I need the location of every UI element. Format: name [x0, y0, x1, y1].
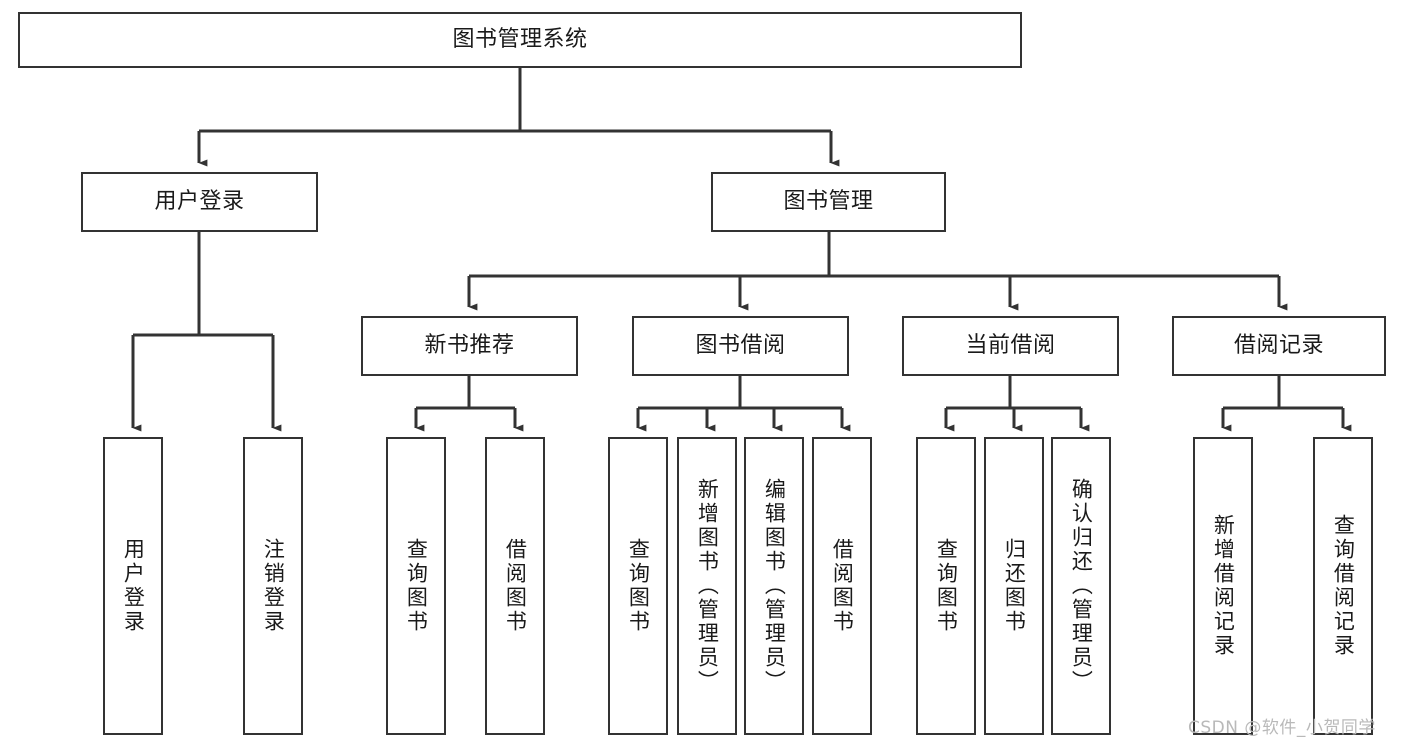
node-label: 查询借阅记录 — [1331, 514, 1356, 658]
node-label: 新增图书（管理员） — [695, 478, 720, 694]
node-current-borrow[interactable]: 当前借阅 — [902, 316, 1119, 376]
leaf-add-borrow-record[interactable]: 新增借阅记录 — [1193, 437, 1253, 735]
leaf-return-book[interactable]: 归还图书 — [984, 437, 1044, 735]
leaf-confirm-return-admin[interactable]: 确认归还（管理员） — [1051, 437, 1111, 735]
node-label: 借阅记录 — [1233, 333, 1324, 359]
node-label: 查询图书 — [934, 538, 959, 634]
leaf-user-login[interactable]: 用户登录 — [103, 437, 163, 735]
leaf-query-book-recommend[interactable]: 查询图书 — [386, 437, 446, 735]
node-label: 图书管理 — [783, 189, 874, 215]
leaf-user-logout[interactable]: 注销登录 — [243, 437, 303, 735]
node-label: 查询图书 — [404, 538, 429, 634]
node-label: 编辑图书（管理员） — [762, 478, 787, 694]
node-label: 新增借阅记录 — [1211, 514, 1236, 658]
node-label: 借阅图书 — [503, 538, 528, 634]
leaf-query-book-borrow[interactable]: 查询图书 — [608, 437, 668, 735]
node-root-system[interactable]: 图书管理系统 — [18, 12, 1022, 68]
leaf-borrow-book-recommend[interactable]: 借阅图书 — [485, 437, 545, 735]
node-book-management[interactable]: 图书管理 — [711, 172, 946, 232]
node-label: 新书推荐 — [424, 333, 515, 359]
node-label: 用户登录 — [121, 538, 146, 634]
node-new-book-recommend[interactable]: 新书推荐 — [361, 316, 578, 376]
node-label: 用户登录 — [154, 189, 245, 215]
node-label: 图书管理系统 — [452, 27, 588, 53]
node-label: 确认归还（管理员） — [1069, 478, 1094, 694]
leaf-edit-book-admin[interactable]: 编辑图书（管理员） — [744, 437, 804, 735]
leaf-query-borrow-record[interactable]: 查询借阅记录 — [1313, 437, 1373, 735]
node-label: 查询图书 — [626, 538, 651, 634]
node-label: 归还图书 — [1002, 538, 1027, 634]
node-label: 当前借阅 — [965, 333, 1056, 359]
node-label: 借阅图书 — [830, 538, 855, 634]
node-book-borrow[interactable]: 图书借阅 — [632, 316, 849, 376]
leaf-query-book-current[interactable]: 查询图书 — [916, 437, 976, 735]
node-user-login[interactable]: 用户登录 — [81, 172, 318, 232]
leaf-borrow-book[interactable]: 借阅图书 — [812, 437, 872, 735]
node-label: 图书借阅 — [695, 333, 786, 359]
node-label: 注销登录 — [261, 538, 286, 634]
node-borrow-record[interactable]: 借阅记录 — [1172, 316, 1386, 376]
leaf-add-book-admin[interactable]: 新增图书（管理员） — [677, 437, 737, 735]
